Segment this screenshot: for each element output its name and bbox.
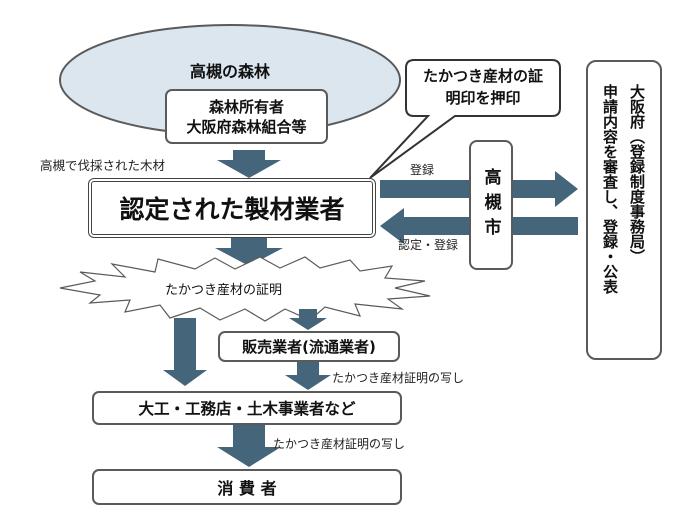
- forest-title: 高槻の森林: [189, 62, 270, 81]
- builders-box: 大工・工務店・土木事業者など: [92, 391, 402, 425]
- dealer-label: 販売業者(流通業者): [242, 338, 376, 356]
- prefecture-line1: 大阪府（登録制度事務局）: [628, 84, 646, 264]
- proof-burst: [59, 256, 431, 322]
- certified-sawmill-box: 認定された製材業者: [88, 178, 376, 238]
- register-label: 登録: [410, 163, 435, 177]
- forest-owner-line2: 大阪府森林組合等: [186, 117, 307, 136]
- callout-text: たかつき産材の証 明印を押印: [408, 65, 558, 109]
- certify-register-label: 認定・登録: [398, 238, 459, 252]
- stamp-callout: [369, 59, 561, 179]
- takatsuki-city-box: 高槻市: [469, 140, 513, 270]
- dealer-box: 販売業者(流通業者): [218, 331, 400, 362]
- proof-copy-label-1: たかつき産材証明の写し: [332, 371, 465, 385]
- consumer-label: 消 費 者: [217, 479, 277, 498]
- arrow-down-sawmill-to-proof: [215, 237, 283, 266]
- arrow-down-proof-to-dealer: [289, 309, 327, 330]
- osaka-prefecture-box: 大阪府（登録制度事務局） 申請内容を審査し、登録・公表: [586, 60, 662, 360]
- arrow-down-dealer-to-builders: [285, 362, 331, 390]
- certified-sawmill-label: 認定された製材業者: [119, 195, 345, 224]
- callout-line1: たかつき産材の証: [422, 67, 543, 85]
- harvested-wood-label: 高槻で伐採された木材: [40, 158, 166, 173]
- forest-owner-box: 森林所有者 大阪府森林組合等: [165, 89, 328, 144]
- takatsuki-city-label: 高槻市: [480, 167, 501, 243]
- arrow-down-builders-to-consumer: [217, 425, 281, 467]
- builders-label: 大工・工務店・土木事業者など: [138, 400, 356, 418]
- proof-copy-label-2: たかつき産材証明の写し: [273, 437, 406, 451]
- callout-line2: 明印を押印: [445, 89, 521, 107]
- arrow-down-to-builders: [163, 318, 207, 386]
- arrow-down-forest-to-sawmill: [217, 150, 281, 178]
- prefecture-line2: 申請内容を審査し、登録・公表: [601, 84, 619, 294]
- consumer-box: 消 費 者: [92, 469, 402, 505]
- proof-burst-label: たかつき産材の証明: [165, 283, 283, 298]
- forest-owner-line1: 森林所有者: [208, 97, 284, 116]
